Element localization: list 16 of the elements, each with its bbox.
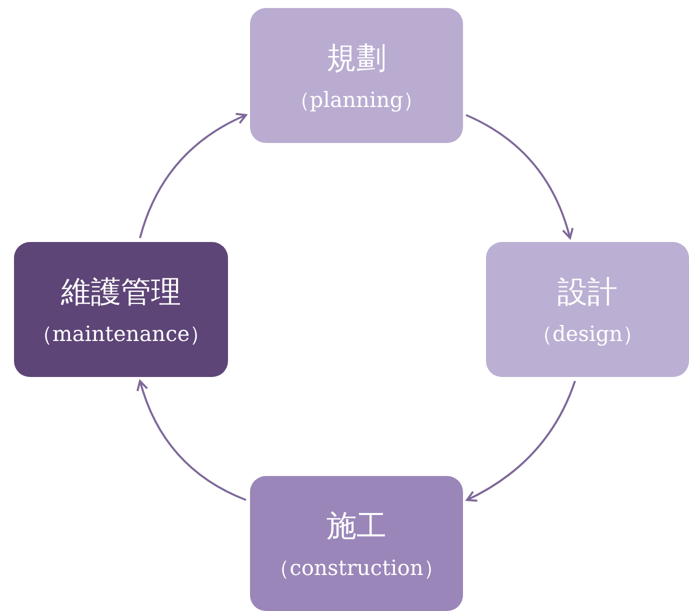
stage-title: 維護管理 [61,274,181,312]
arrow [466,114,574,239]
process-box [250,8,463,143]
stage-subtitle: （design） [531,322,644,346]
process-box [486,242,689,377]
arrow [139,113,247,238]
arrow [466,380,576,502]
process-box [14,242,228,377]
process-box [250,476,463,611]
stage-title: 設計 [558,274,618,312]
stage-subtitle: （construction） [268,556,444,580]
stage-subtitle: （planning） [288,88,424,112]
stage-subtitle: （maintenance） [31,322,211,346]
stage-title: 施工 [326,508,386,546]
arrow [136,380,246,501]
stage-title: 規劃 [326,40,386,78]
